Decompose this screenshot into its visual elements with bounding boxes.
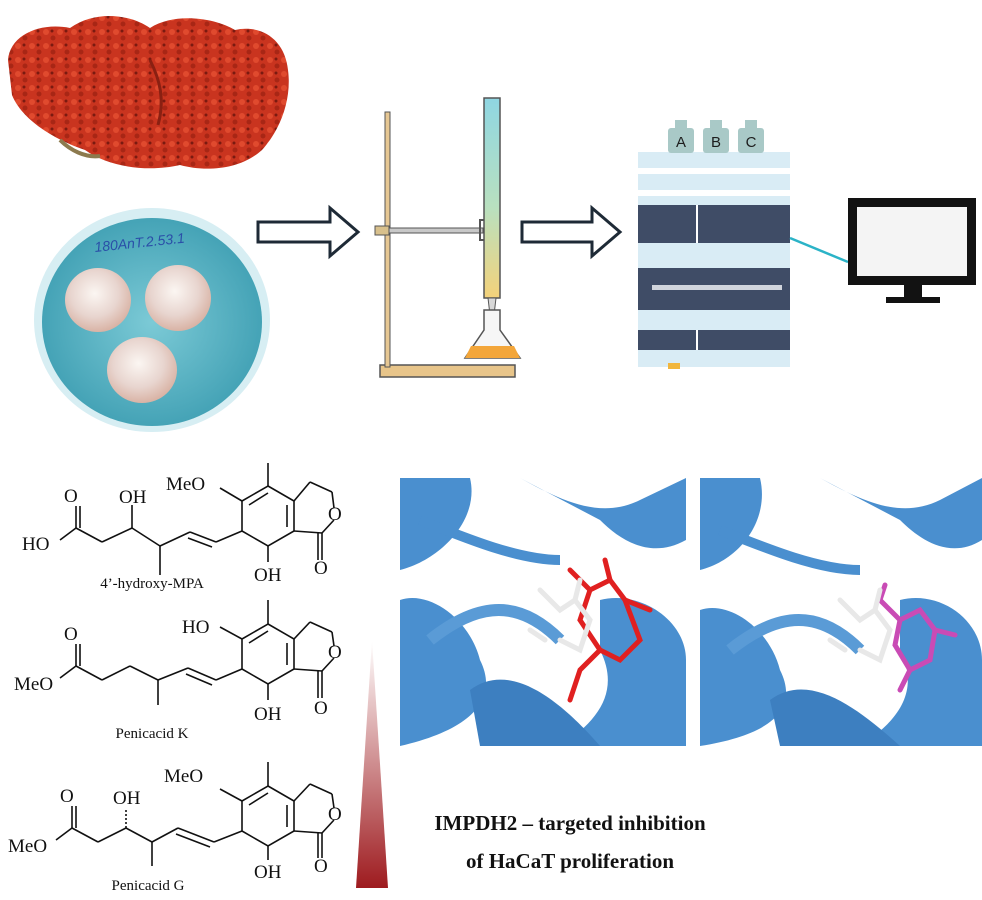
cmpd3-lactone-co-label: O xyxy=(314,856,328,877)
computer-monitor xyxy=(848,198,976,303)
cmpd3-ester-o-label: O xyxy=(60,786,74,807)
cmpd1-name: 4’-hydroxy-MPA xyxy=(100,576,204,592)
cmpd3-name: Penicacid G xyxy=(112,878,185,894)
hplc-pump-module xyxy=(638,205,790,243)
cmpd2-lactone-o-label: O xyxy=(328,642,342,663)
conclusion-line-1: IMPDH2 – targeted inhibition xyxy=(434,811,706,835)
structure-penicacid-k xyxy=(59,600,335,705)
structure-penicacid-g xyxy=(55,762,335,866)
red-coral-image xyxy=(8,15,289,169)
bottle-b-label: B xyxy=(711,134,721,151)
cmpd2-ester-o-label: O xyxy=(64,624,78,645)
bottle-c-label: C xyxy=(746,134,757,151)
cmpd1-meo-label: MeO xyxy=(166,474,205,495)
column-chromatography-apparatus xyxy=(374,97,522,378)
cmpd1-phenol-label: OH xyxy=(254,565,282,586)
structure-4-hydroxy-mpa xyxy=(59,463,335,575)
cmpd2-lactone-co-label: O xyxy=(314,698,328,719)
fungal-colonies xyxy=(65,265,211,403)
petri-dish: 180AnT.2.53.1 xyxy=(34,208,270,432)
process-arrow-1 xyxy=(256,204,361,260)
process-arrow-2 xyxy=(520,204,623,260)
cmpd3-ester-meo-label: MeO xyxy=(8,836,47,857)
ligand-magenta xyxy=(877,582,958,693)
cmpd1-acid-o-label: O xyxy=(64,486,78,507)
cmpd1-acid-ho-label: HO xyxy=(22,534,49,555)
conclusion-line-2: of HaCaT proliferation xyxy=(466,849,674,873)
activity-gradient-triangle xyxy=(356,640,388,888)
cmpd3-lactone-o-label: O xyxy=(328,804,342,825)
docking-panel-left xyxy=(400,478,686,746)
cmpd3-meo-label: MeO xyxy=(164,766,203,787)
hplc-detector xyxy=(638,330,790,350)
ligand-white-reference-right xyxy=(827,587,893,664)
cmpd3-oh-label: OH xyxy=(113,788,141,809)
solvent-bottles: A B C xyxy=(668,120,764,153)
cmpd3-phenol-label: OH xyxy=(254,862,282,883)
cmpd2-ester-meo-label: MeO xyxy=(14,674,53,695)
cmpd2-name: Penicacid K xyxy=(116,726,189,742)
cmpd2-phenol-label: OH xyxy=(254,704,282,725)
docking-panel-right xyxy=(700,478,982,746)
bottle-a-label: A xyxy=(676,134,686,151)
cmpd1-lactone-co-label: O xyxy=(314,558,328,579)
cmpd2-ho-label: HO xyxy=(182,617,209,638)
cmpd1-oh-label: OH xyxy=(119,487,147,508)
cmpd1-lactone-o-label: O xyxy=(328,504,342,525)
ligand-white-reference xyxy=(527,577,593,654)
hplc-instrument: A B C xyxy=(638,120,849,369)
